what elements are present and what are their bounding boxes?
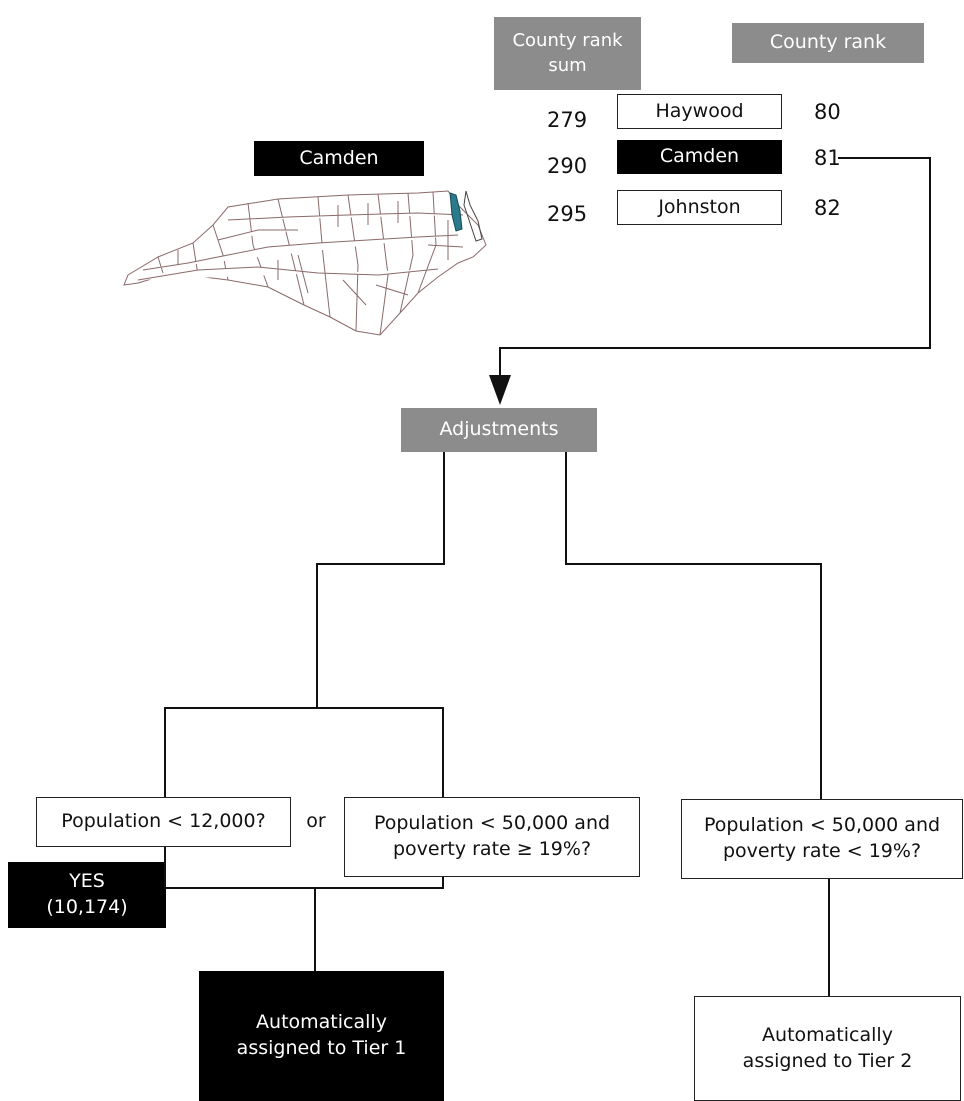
rank-value: 81 <box>814 146 841 170</box>
yes-answer-badge: YES (10,174) <box>8 862 166 928</box>
criterion-population-12000: Population < 12,000? <box>36 797 291 847</box>
county-name-johnston: Johnston <box>617 190 782 225</box>
criterion-population-50000-low-poverty: Population < 50,000 and poverty rate < 1… <box>681 799 963 879</box>
rank-value: 82 <box>814 196 841 220</box>
arrow-down-icon <box>489 375 511 405</box>
rank-sum-value: 279 <box>547 108 588 132</box>
criterion-population-50000-high-poverty: Population < 50,000 and poverty rate ≥ 1… <box>344 797 640 877</box>
selected-county-label: Camden <box>254 141 424 176</box>
rank-value: 80 <box>814 100 841 124</box>
county-name-haywood: Haywood <box>617 94 782 129</box>
county-name-camden: Camden <box>617 140 782 174</box>
header-rank: County rank <box>732 23 924 63</box>
adjustments-box: Adjustments <box>401 408 597 452</box>
header-rank-sum: County rank sum <box>494 17 641 90</box>
north-carolina-map <box>123 190 487 336</box>
rank-sum-value: 290 <box>547 154 588 178</box>
or-label: or <box>306 810 326 833</box>
rank-sum-value: 295 <box>547 202 588 226</box>
outcome-tier-1: Automatically assigned to Tier 1 <box>199 971 444 1101</box>
outcome-tier-2: Automatically assigned to Tier 2 <box>694 996 961 1101</box>
